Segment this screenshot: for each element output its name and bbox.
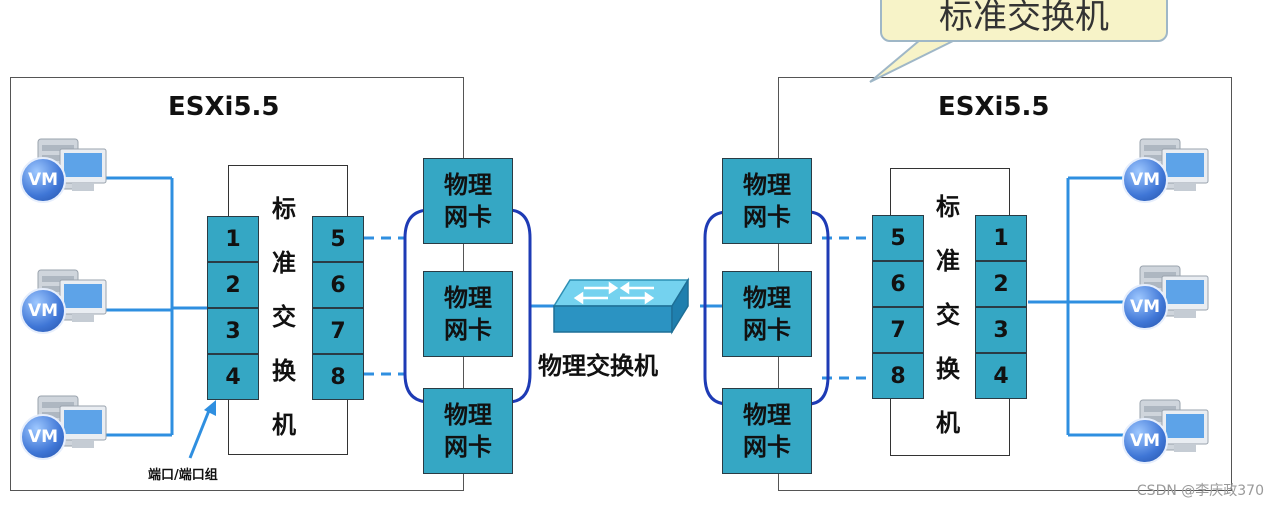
right-port-4: 4 [975,353,1027,399]
label-char: 换 [272,357,296,385]
left-port-2: 2 [207,262,259,308]
left-vm-1[interactable]: VM [20,135,110,207]
right-port-5: 5 [872,215,924,261]
left-host-title: ESXi5.5 [168,92,280,122]
watermark: CSDN @李庆政370 [1136,483,1264,499]
right-port-6: 6 [872,261,924,307]
vm-badge: VM [1122,418,1168,464]
left-physical-nic-3[interactable]: 物理网卡 [423,388,513,474]
left-vm-2[interactable]: VM [20,266,110,338]
left-port-7: 7 [312,308,364,354]
vm-badge: VM [20,288,66,334]
vm-badge: VM [1122,284,1168,330]
right-physical-nic-3[interactable]: 物理网卡 [722,388,812,474]
right-vm-3[interactable]: VM [1122,396,1212,468]
right-physical-nic-1[interactable]: 物理网卡 [722,158,812,244]
right-port-1: 1 [975,215,1027,261]
label-char: 换 [936,355,960,383]
label-char: 准 [272,249,296,277]
label-char: 机 [272,411,296,439]
right-port-7: 7 [872,307,924,353]
label-char: 标 [936,193,960,221]
right-vm-1[interactable]: VM [1122,135,1212,207]
left-port-1: 1 [207,216,259,262]
label-char: 交 [272,303,296,331]
right-vswitch-label: 标 准 交 换 机 [928,180,968,450]
left-physical-nic-2[interactable]: 物理网卡 [423,271,513,357]
right-port-8: 8 [872,353,924,399]
left-physical-nic-1[interactable]: 物理网卡 [423,158,513,244]
port-group-note: 端口/端口组 [148,468,218,483]
label-char: 交 [936,301,960,329]
standard-switch-callout: 标准交换机 [880,0,1168,42]
label-char: 机 [936,409,960,437]
right-vm-2[interactable]: VM [1122,262,1212,334]
physical-switch-icon[interactable] [548,272,694,338]
left-port-5: 5 [312,216,364,262]
vm-badge: VM [20,157,66,203]
left-vswitch-label: 标 准 交 换 机 [264,182,304,452]
label-char: 准 [936,247,960,275]
left-port-4: 4 [207,354,259,400]
label-char: 标 [272,195,296,223]
right-physical-nic-2[interactable]: 物理网卡 [722,271,812,357]
right-host-title: ESXi5.5 [938,92,1050,122]
right-port-2: 2 [975,261,1027,307]
right-port-3: 3 [975,307,1027,353]
vm-badge: VM [1122,157,1168,203]
left-port-3: 3 [207,308,259,354]
left-vm-3[interactable]: VM [20,392,110,464]
server-computer-icon [1139,265,1209,318]
left-port-6: 6 [312,262,364,308]
left-port-8: 8 [312,354,364,400]
physical-switch-label: 物理交换机 [538,352,658,380]
vm-badge: VM [20,414,66,460]
